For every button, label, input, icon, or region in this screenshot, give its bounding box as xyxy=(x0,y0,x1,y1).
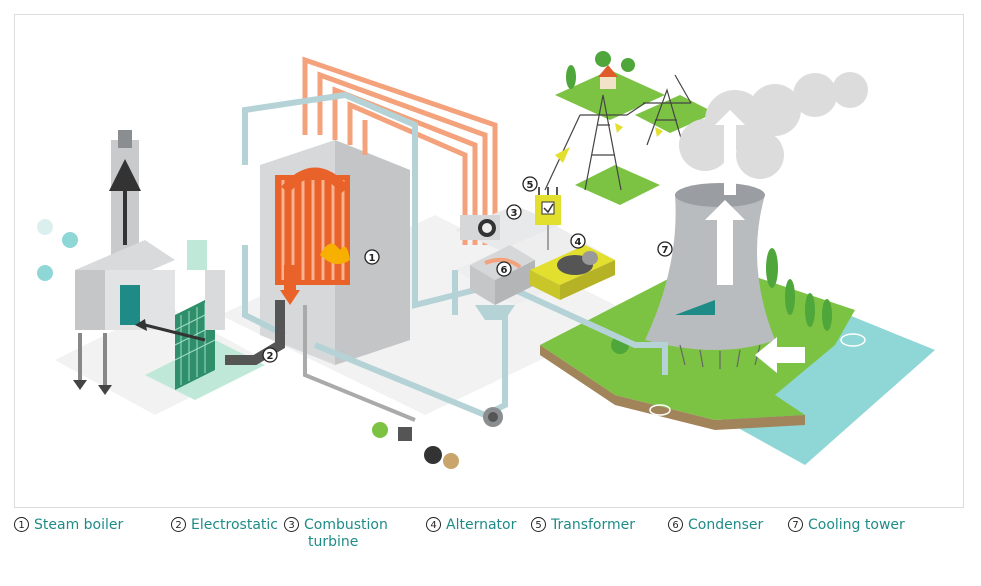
turbine-hall xyxy=(455,205,560,250)
legend-number: 6 xyxy=(668,517,683,532)
legend-item-condenser: 6 Condenser xyxy=(668,517,763,534)
marker-1: 1 xyxy=(364,249,380,265)
legend-label-line2: turbine xyxy=(308,534,359,550)
power-plant-diagram: 1 2 3 4 5 6 7 xyxy=(37,51,935,469)
svg-text:6: 6 xyxy=(501,265,508,276)
smoke-cloud xyxy=(679,72,868,179)
legend-item-steam-boiler: 1 Steam boiler xyxy=(14,517,123,534)
legend-number: 3 xyxy=(284,517,299,532)
water-pipes xyxy=(242,91,668,418)
legend-label: Electrostatic xyxy=(191,517,278,533)
alternator xyxy=(530,245,615,300)
svg-text:2: 2 xyxy=(267,351,274,362)
legend-item-cooling-tower: 7 Cooling tower xyxy=(788,517,905,534)
legend-number: 1 xyxy=(14,517,29,532)
legend-label: Transformer xyxy=(551,517,636,533)
chimney-stack xyxy=(109,130,141,260)
boiler-building xyxy=(260,140,410,365)
air-inlet xyxy=(303,305,416,422)
svg-text:4: 4 xyxy=(575,237,582,248)
legend-item-transformer: 5 Transformer xyxy=(531,517,635,534)
marker-4: 4 xyxy=(570,233,586,249)
marker-6: 6 xyxy=(496,261,512,277)
marker-3: 3 xyxy=(506,204,522,220)
legend-label: Alternator xyxy=(446,517,517,533)
legend-number: 4 xyxy=(426,517,441,532)
spark-icons xyxy=(555,123,663,163)
transformer xyxy=(535,187,561,250)
legend-item-combustion-turbine: 3 Combustion turbine xyxy=(284,517,388,550)
legend-item-electrostatic: 2 Electrostatic xyxy=(171,517,278,534)
svg-text:5: 5 xyxy=(527,180,534,191)
legend-label: Condenser xyxy=(688,517,764,533)
svg-text:7: 7 xyxy=(662,245,669,256)
legend-label: Steam boiler xyxy=(34,517,124,533)
fuel-inputs xyxy=(372,422,459,469)
marker-7: 7 xyxy=(657,241,673,257)
legend-number: 7 xyxy=(788,517,803,532)
flame-icon xyxy=(320,243,350,264)
tree-icon xyxy=(611,248,832,354)
legend-label: Cooling tower xyxy=(808,517,905,533)
electrostatic-precipitator xyxy=(174,240,225,390)
legend-number: 2 xyxy=(171,517,186,532)
legend-item-alternator: 4 Alternator xyxy=(426,517,516,534)
legend-number: 5 xyxy=(531,517,546,532)
svg-text:3: 3 xyxy=(511,208,518,219)
marker-5: 5 xyxy=(522,176,538,192)
marker-2: 2 xyxy=(262,347,278,363)
cooling-tower xyxy=(645,110,805,373)
legend-label: Combustion xyxy=(304,517,388,533)
flue-gas-treatment xyxy=(37,219,175,395)
svg-text:1: 1 xyxy=(369,253,376,264)
diagram-frame: 1 2 3 4 5 6 7 xyxy=(14,14,964,508)
pump-icon xyxy=(483,407,503,427)
